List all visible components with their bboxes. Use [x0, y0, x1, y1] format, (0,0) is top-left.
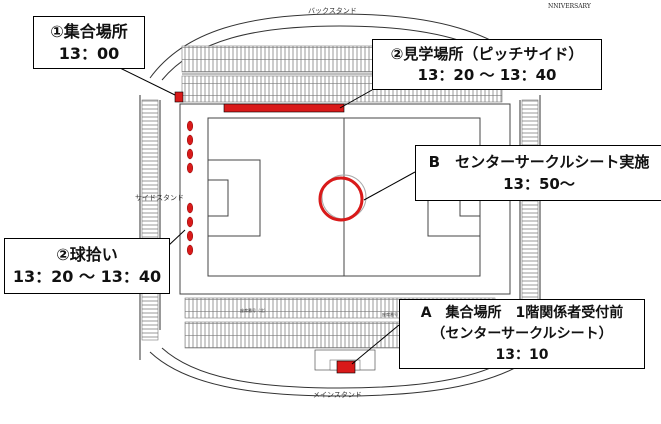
ball-pick-callout: ②球拾い 13：20 ～ 13：40	[4, 238, 170, 294]
center-circle-title: B センターサークルシート実施	[428, 153, 650, 171]
seat-tag-left: 座席番号（北）	[240, 308, 268, 313]
side-stand-label: サイドスタンド	[135, 194, 184, 202]
pitchside-tour-time: 13：20 ～ 13：40	[417, 65, 557, 84]
markers	[174, 91, 364, 374]
back-stand-label: バックスタンド	[308, 7, 357, 15]
assembly-point-a-marker	[336, 360, 356, 374]
ball-boy-marker	[186, 216, 194, 228]
ball-boy-marker	[186, 120, 194, 132]
ball-boy-marker	[186, 134, 194, 146]
assembly-point-a-callout: A 集合場所 1階関係者受付前 （センターサークルシート） 13：10	[399, 299, 645, 369]
center-circle-time: 13：50～	[503, 175, 575, 193]
callout-pointers	[117, 66, 416, 365]
ball-boy-marker	[186, 162, 194, 174]
assembly-point-a-subtitle: （センターサークルシート）	[431, 325, 613, 342]
assembly-point-1-marker	[174, 91, 184, 103]
assembly-point-1-callout: ①集合場所 13：00	[33, 16, 145, 69]
center-circle-callout: B センターサークルシート実施 13：50～	[415, 145, 661, 201]
ball-boy-marker	[186, 148, 194, 160]
assembly-point-a-time: 13：10	[495, 346, 549, 363]
main-stand-label: メインスタンド	[313, 391, 362, 399]
ball-boy-marker	[186, 202, 194, 214]
assembly-point-1-title: ①集合場所	[50, 21, 128, 41]
pitchside-tour-title: ②見学場所（ピッチサイド）	[390, 44, 584, 63]
ball-boy-marker	[186, 244, 194, 256]
ball-pick-time: 13：20 ～ 13：40	[12, 267, 162, 286]
ball-boy-marker	[186, 230, 194, 242]
assembly-point-1-time: 13：00	[58, 43, 120, 63]
brand-logo: NNIVERSARY	[548, 3, 591, 10]
center-circle-marker	[318, 176, 364, 222]
pitchside-viewing-area	[223, 103, 345, 113]
ball-boy-positions	[186, 120, 194, 256]
ball-pick-title: ②球拾い	[56, 245, 118, 264]
pitchside-tour-callout: ②見学場所（ピッチサイド） 13：20 ～ 13：40	[372, 39, 602, 90]
assembly-point-a-title: A 集合場所 1階関係者受付前	[420, 304, 624, 321]
seat-tag-right: 座席番号（南）	[382, 312, 410, 317]
